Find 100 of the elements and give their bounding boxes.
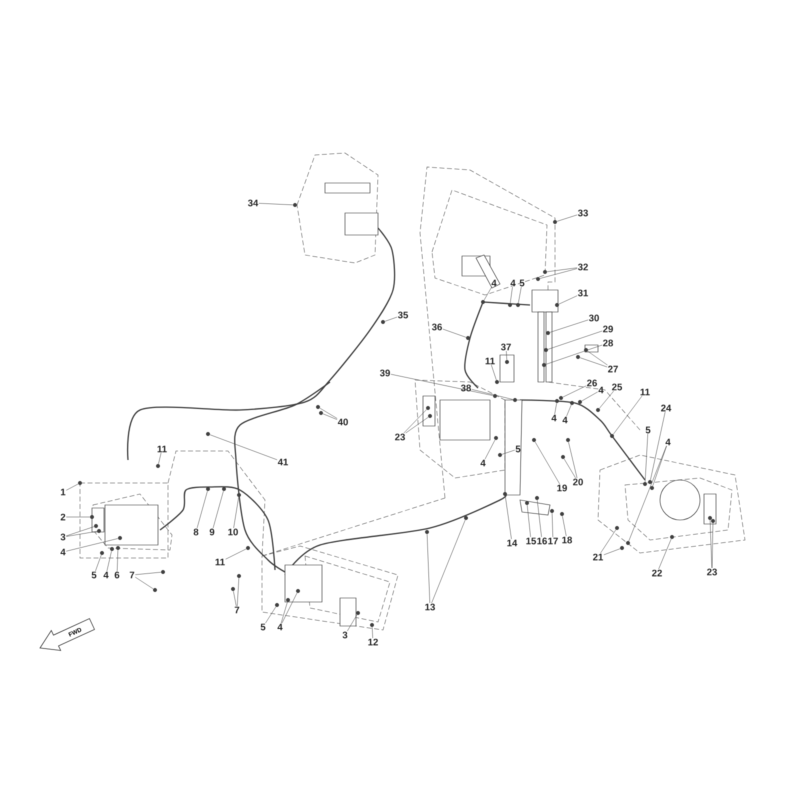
leader-line <box>491 364 497 380</box>
leader-line <box>562 516 566 536</box>
callout-number: 37 <box>500 344 511 350</box>
leader-line <box>426 534 430 604</box>
callout-number: 14 <box>507 540 518 546</box>
leader-line <box>405 417 428 434</box>
callout-number: 35 <box>398 312 408 318</box>
leader-line <box>390 374 494 396</box>
callout-number: 8 <box>194 528 198 536</box>
leader-line <box>66 538 118 552</box>
callout-number: 10 <box>228 528 238 536</box>
leader-line <box>472 389 514 400</box>
callout-number: 41 <box>278 458 288 466</box>
callout-number: 40 <box>338 418 348 426</box>
callout-number: 4 <box>60 548 66 556</box>
callout-number: 12 <box>368 638 378 646</box>
leader-line <box>710 520 712 568</box>
callout-number: 11 <box>486 358 495 364</box>
leader-line <box>628 446 667 542</box>
leader-line <box>135 572 162 575</box>
leader-line <box>210 434 278 460</box>
leader-line <box>404 409 427 434</box>
callout-number: 2 <box>60 514 66 520</box>
leader-line <box>505 496 512 540</box>
leader-line <box>588 351 608 366</box>
callout-number: 33 <box>578 210 588 216</box>
leader-line <box>233 590 236 606</box>
callout-number: 11 <box>216 558 225 566</box>
callout-number: 4 <box>278 624 283 630</box>
leader-line <box>527 504 531 538</box>
leader-line <box>534 442 560 484</box>
leader-line <box>95 554 102 572</box>
leader-line <box>540 268 578 279</box>
leader-line <box>347 614 358 632</box>
leader-line <box>552 512 554 538</box>
leader-line <box>442 328 466 338</box>
leader-line <box>558 296 578 304</box>
leader-line <box>233 496 239 528</box>
callout-number: 26 <box>587 380 597 386</box>
leader-line <box>564 458 576 478</box>
callout-number: 5 <box>516 446 520 452</box>
leader-line <box>650 412 666 480</box>
leader-line <box>613 396 642 434</box>
callout-number: 4 <box>510 280 516 286</box>
leader-line <box>518 286 522 304</box>
leader-line <box>322 414 338 420</box>
leader-line <box>712 522 714 568</box>
callout-number: 5 <box>646 426 650 434</box>
leader-line <box>562 386 586 398</box>
callout-number: 21 <box>593 554 604 560</box>
leader-line <box>431 520 466 604</box>
callout-number: 4 <box>598 386 604 394</box>
leader-line <box>66 526 94 536</box>
leader-line <box>225 548 246 560</box>
callout-number: 1 <box>60 488 66 496</box>
callout-number: 11 <box>640 388 650 396</box>
leader-line <box>546 268 578 272</box>
leader-line <box>106 550 112 572</box>
leader-line <box>66 531 98 537</box>
callout-number: 7 <box>234 606 240 614</box>
leader-line <box>484 440 496 460</box>
leader-line <box>265 606 276 624</box>
leader-line <box>554 402 557 414</box>
callout-number: 31 <box>578 290 588 296</box>
leader-line <box>66 484 78 491</box>
leader-line <box>652 446 667 486</box>
leader-line <box>506 350 508 360</box>
leader-line <box>566 404 572 416</box>
callout-number: 16 <box>537 538 547 544</box>
leader-line <box>158 452 162 464</box>
callout-number: 25 <box>612 384 622 390</box>
callout-number: 5 <box>260 624 266 630</box>
callout-number: 34 <box>248 200 258 206</box>
callout-number: 27 <box>608 366 618 372</box>
leader-line <box>502 450 515 455</box>
callout-number: 4 <box>104 572 109 578</box>
leader-line <box>116 550 118 572</box>
callout-number: 39 <box>380 370 390 376</box>
callout-number: 36 <box>432 324 442 330</box>
leader-line <box>600 530 616 554</box>
leader-line <box>644 434 648 482</box>
leader-line <box>580 357 608 368</box>
leader-line <box>546 344 602 365</box>
leader-line <box>658 538 672 570</box>
callout-number: 4 <box>480 460 486 466</box>
callout-number: 32 <box>578 264 588 270</box>
leader-line <box>135 576 154 590</box>
callout-number: 4 <box>562 416 568 424</box>
callout-number: 18 <box>562 536 572 544</box>
leader-line <box>537 500 542 538</box>
callout-number: 4 <box>666 438 671 446</box>
callout-number: 19 <box>557 484 567 492</box>
callout-number: 29 <box>603 326 613 332</box>
leader-line <box>196 490 208 528</box>
callout-number: 23 <box>707 568 717 576</box>
leader-line <box>550 320 588 333</box>
callout-number: 23 <box>395 434 405 440</box>
callout-number: 38 <box>460 384 471 392</box>
leader-line <box>372 626 373 638</box>
leader-line <box>320 408 338 419</box>
